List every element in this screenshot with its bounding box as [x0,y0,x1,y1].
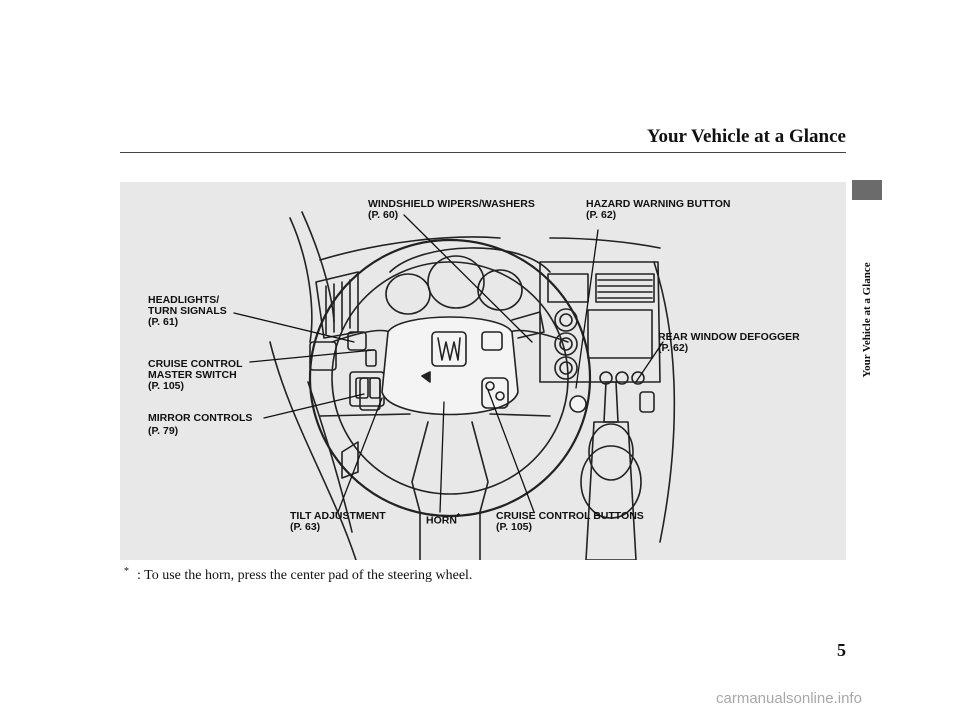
callout-headlights: HEADLIGHTS/ TURN SIGNALS (P. 61) [148,295,227,328]
left-air-vent [316,272,358,338]
callout-page-ref: (P. 79) [148,426,178,437]
callout-cruise-master: CRUISE CONTROL MASTER SWITCH (P. 105) [148,359,243,392]
leader-cruise-buttons [488,390,534,512]
callout-label: HORN [426,515,457,527]
callout-label: MIRROR CONTROLS [148,413,252,424]
section-tab-marker [852,180,882,200]
title-divider [120,152,846,153]
page-number: 5 [822,640,846,661]
callout-cruise-buttons: CRUISE CONTROL BUTTONS (P. 105) [496,511,644,533]
leader-hazard [576,230,598,388]
footnote-marker: * [457,512,460,521]
dashboard-illustration-panel: WINDSHIELD WIPERS/WASHERS (P. 60) HAZARD… [120,182,846,560]
callout-page-ref: (P. 62) [586,210,730,221]
callout-mirror-page: (P. 79) [148,426,178,437]
callout-page-ref: (P. 62) [658,343,800,354]
footnote: * : To use the horn, press the center pad… [124,568,472,584]
page-title: Your Vehicle at a Glance [600,126,846,148]
footnote-marker: * [124,566,129,577]
footnote-text: : To use the horn, press the center pad … [137,568,472,583]
leader-horn [440,402,444,512]
callout-wipers: WINDSHIELD WIPERS/WASHERS (P. 60) [368,199,535,221]
watermark: carmanualsonline.info [716,690,862,707]
callout-horn: HORN* [426,511,460,527]
callout-page-ref: (P. 105) [496,522,644,533]
callout-page-ref: (P. 63) [290,522,386,533]
callout-page-ref: (P. 60) [368,210,535,221]
section-side-label: Your Vehicle at a Glance [861,262,873,377]
callout-defogger: REAR WINDOW DEFOGGER (P. 62) [658,332,800,354]
callout-page-ref: (P. 61) [148,317,227,328]
leader-headlights [234,313,354,342]
callout-mirror: MIRROR CONTROLS [148,413,252,424]
callout-hazard: HAZARD WARNING BUTTON (P. 62) [586,199,730,221]
callout-tilt: TILT ADJUSTMENT (P. 63) [290,511,386,533]
hazard-button [570,396,586,412]
mirror-controls-panel [350,372,384,406]
callout-page-ref: (P. 105) [148,381,243,392]
